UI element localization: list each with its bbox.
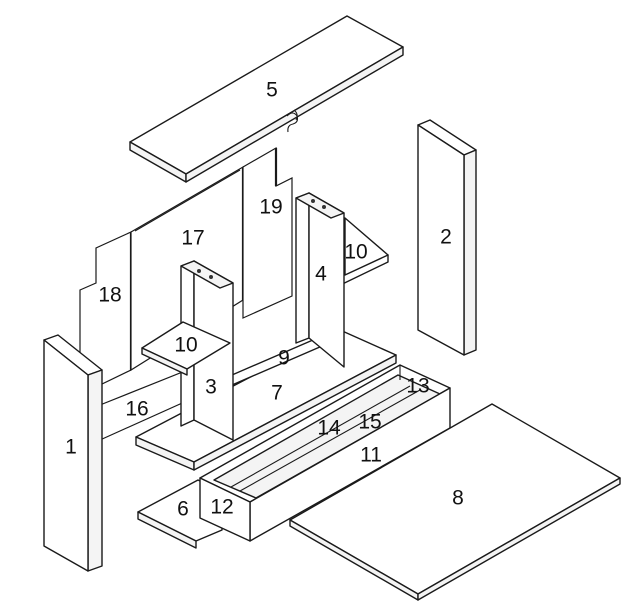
drawer-box [199,364,451,542]
part-label-1: 1 [65,436,77,459]
part-label-7: 7 [271,382,283,405]
part-label-18: 18 [98,284,121,307]
left-shelf-10 [141,321,231,376]
bottom-panel-8 [289,403,621,601]
part-label-4: 4 [315,263,327,286]
part-label-19: 19 [259,196,282,219]
part-label-9: 9 [278,347,290,370]
part-label-14: 14 [317,417,341,440]
part-label-16: 16 [125,398,148,421]
part-label-15: 15 [358,411,381,434]
part-label-8: 8 [452,487,464,510]
part-label-10-right: 10 [344,241,367,264]
bottom-shelf-7 [135,329,397,471]
part-label-6: 6 [177,498,189,521]
upright-3 [180,260,234,441]
top-panel-5 [129,15,404,183]
upright-4 [295,192,345,368]
part-label-3: 3 [205,376,217,399]
back-panel-19 [242,146,293,319]
side-panel-2 [417,119,477,356]
part-label-2: 2 [440,226,452,249]
part-label-5: 5 [266,79,278,102]
part-label-13: 13 [406,375,429,398]
side-panel-1 [43,334,103,572]
part-label-11: 11 [360,444,382,467]
part-label-10-left: 10 [174,334,197,357]
part-label-12: 12 [210,496,233,519]
part-label-17: 17 [181,227,204,250]
